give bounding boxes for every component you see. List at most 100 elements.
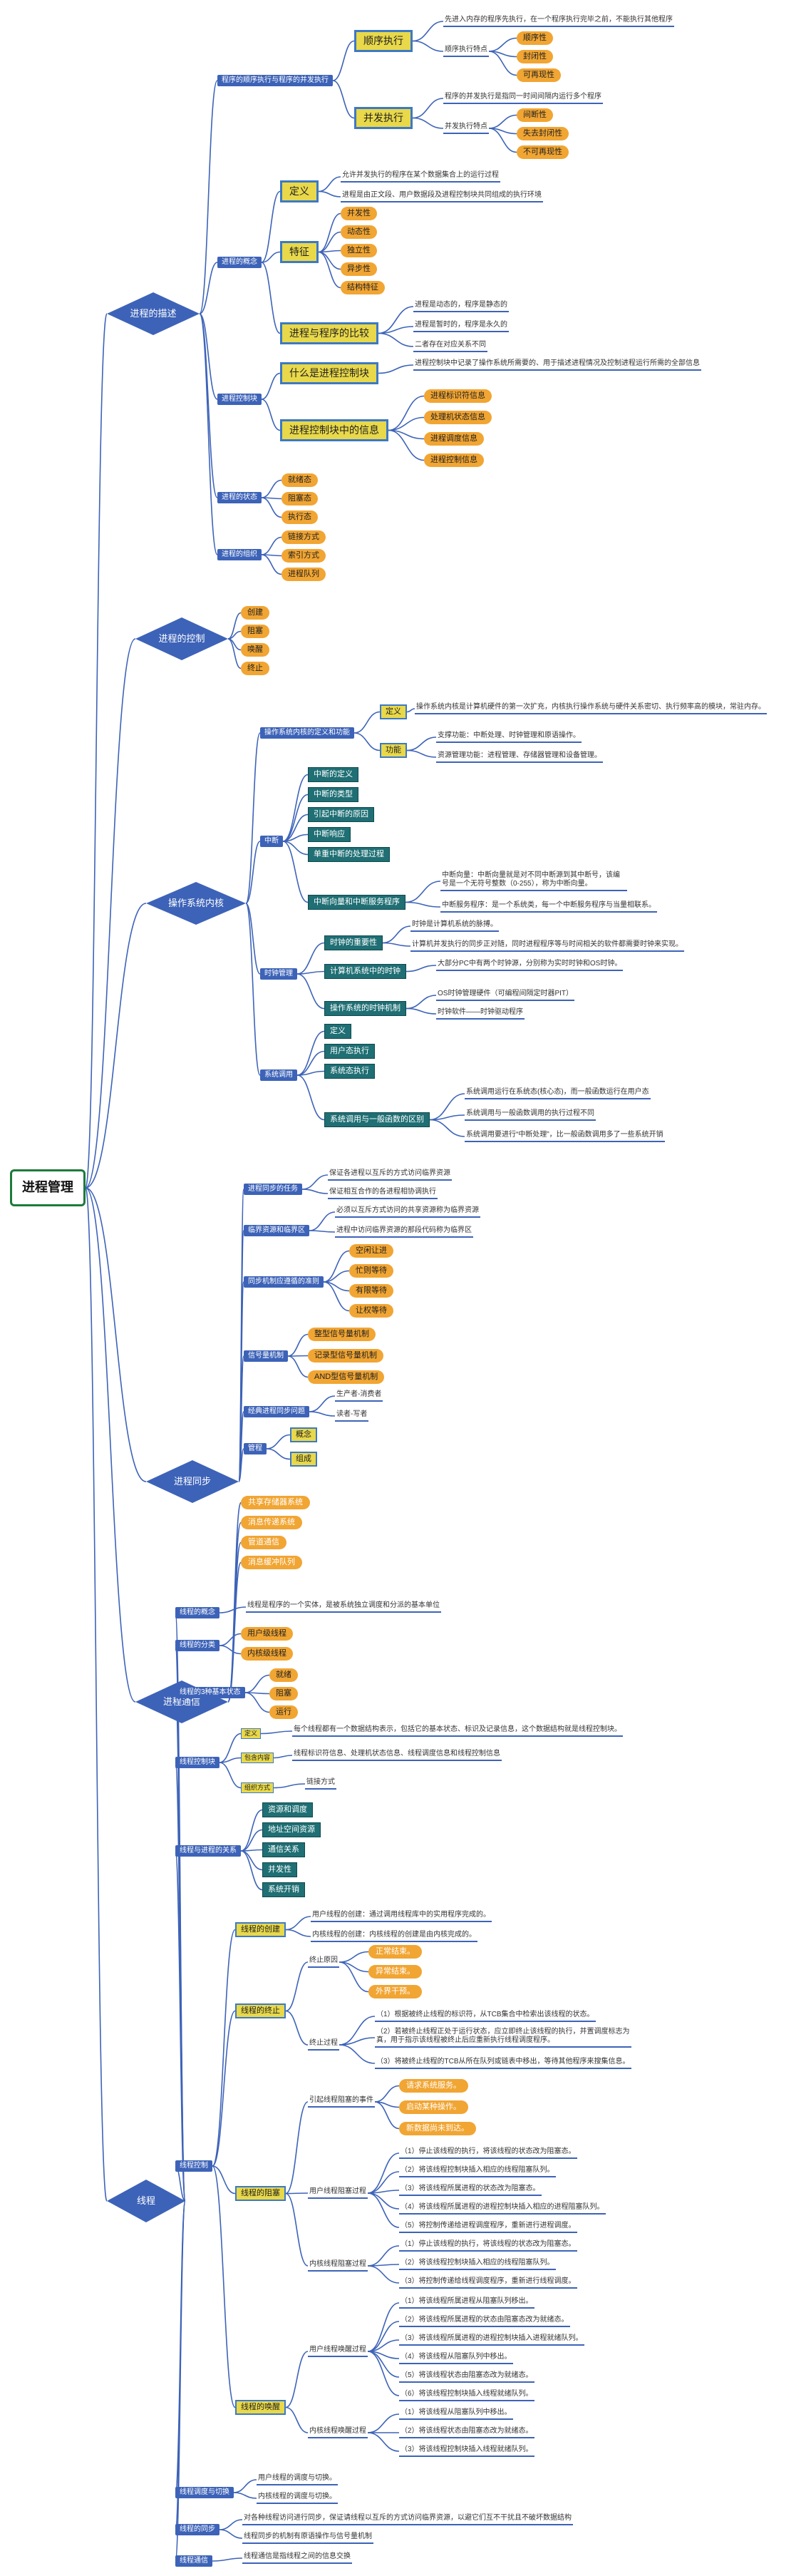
category-org[interactable]: 进程的组织 (217, 549, 262, 560)
category-thread-type[interactable]: 线程的分类 (175, 1640, 219, 1651)
node-kernel-def[interactable]: 定义 (380, 704, 407, 720)
node-mon-1[interactable]: 组成 (290, 1452, 317, 1467)
node-thread-create[interactable]: 线程的创建 (235, 1922, 286, 1938)
pill-info-0[interactable]: 进程标识符信息 (424, 389, 492, 404)
pill-sem-2[interactable]: AND型信号量机制 (308, 1370, 385, 1385)
category-critical[interactable]: 临界资源和临界区 (244, 1225, 309, 1236)
category-thread-state[interactable]: 线程的3种基本状态 (175, 1687, 245, 1698)
pill-end-0[interactable]: 正常结束。 (368, 1945, 422, 1959)
category-thread-process[interactable]: 线程与进程的关系 (175, 1845, 241, 1857)
pill-ttype-1[interactable]: 内核级线程 (241, 1647, 293, 1661)
category-sync-task[interactable]: 进程同步的任务 (244, 1184, 302, 1195)
pill-seq-0[interactable]: 顺序性 (517, 31, 553, 46)
node-intr-vector[interactable]: 中断向量和中断服务程序 (308, 895, 406, 910)
pill-rule-2[interactable]: 有限等待 (349, 1284, 393, 1298)
pill-info-3[interactable]: 进程控制信息 (424, 453, 484, 468)
main-node-ctrl[interactable]: 进程的控制 (135, 617, 228, 660)
pill-state-2[interactable]: 执行态 (281, 510, 318, 525)
pill-end-2[interactable]: 外界干预。 (368, 1985, 422, 1999)
pill-par-0[interactable]: 间断性 (517, 108, 553, 123)
pill-comm-1[interactable]: 消息传递系统 (241, 1516, 302, 1530)
category-thread-sync[interactable]: 线程的同步 (175, 2524, 219, 2535)
node-clock-importance[interactable]: 时钟的重要性 (324, 935, 383, 951)
node-intr-4[interactable]: 单重中断的处理过程 (308, 847, 390, 863)
node-clock-mech[interactable]: 操作系统的时钟机制 (324, 1001, 406, 1017)
category-thread-switch[interactable]: 线程调度与切换 (175, 2487, 234, 2498)
node-rel-1[interactable]: 地址空间资源 (262, 1822, 321, 1838)
pill-ctrl-3[interactable]: 终止 (241, 662, 269, 676)
pill-tstate-1[interactable]: 阻塞 (269, 1687, 298, 1701)
main-node-sync[interactable]: 进程同步 (146, 1460, 239, 1503)
node-call-1[interactable]: 用户态执行 (324, 1044, 375, 1059)
node-tcb-content[interactable]: 包含内容 (241, 1753, 274, 1763)
node-kernel-func[interactable]: 功能 (380, 743, 407, 759)
category-state[interactable]: 进程的状态 (217, 492, 262, 503)
pill-blk-1[interactable]: 启动某种操作。 (399, 2100, 468, 2115)
pill-feat-4[interactable]: 结构特征 (341, 281, 385, 295)
main-node-desc[interactable]: 进程的描述 (107, 292, 200, 335)
node-call-2[interactable]: 系统态执行 (324, 1064, 375, 1079)
node-clock-system[interactable]: 计算机系统中的时钟 (324, 964, 406, 980)
category-semaphore[interactable]: 信号量机制 (244, 1350, 288, 1362)
node-rel-2[interactable]: 通信关系 (262, 1842, 305, 1858)
node-call-diff[interactable]: 系统调用与一般函数的区别 (324, 1112, 430, 1128)
main-node-kernel[interactable]: 操作系统内核 (146, 882, 246, 925)
node-intr-3[interactable]: 中断响应 (308, 827, 351, 843)
category-concept[interactable]: 进程的概念 (217, 257, 262, 268)
pill-seq-1[interactable]: 封闭性 (517, 50, 553, 64)
node-definition[interactable]: 定义 (280, 180, 319, 202)
category-classic[interactable]: 经典进程同步问题 (244, 1406, 309, 1417)
category-rules[interactable]: 同步机制应遵循的准则 (244, 1276, 324, 1288)
pill-par-1[interactable]: 失去封闭性 (517, 127, 569, 141)
pill-blk-2[interactable]: 新数据尚未到达。 (399, 2122, 476, 2136)
node-intr-2[interactable]: 引起中断的原因 (308, 807, 374, 823)
pill-comm-3[interactable]: 消息缓冲队列 (241, 1556, 302, 1570)
pill-sem-1[interactable]: 记录型信号量机制 (308, 1349, 383, 1363)
pill-feat-1[interactable]: 动态性 (341, 225, 377, 240)
pill-org-2[interactable]: 进程队列 (281, 568, 326, 582)
category-clock[interactable]: 时钟管理 (260, 968, 297, 980)
pill-ctrl-0[interactable]: 创建 (241, 606, 269, 620)
pill-comm-2[interactable]: 管道通信 (241, 1536, 286, 1550)
node-intr-1[interactable]: 中断的类型 (308, 787, 358, 803)
category-tcb[interactable]: 线程控制块 (175, 1757, 219, 1768)
main-node-thread[interactable]: 线程 (107, 2180, 185, 2222)
node-tcb-org[interactable]: 组织方式 (241, 1782, 274, 1793)
pill-tstate-0[interactable]: 就绪 (269, 1668, 298, 1683)
pill-info-1[interactable]: 处理机状态信息 (424, 411, 492, 425)
pill-ctrl-1[interactable]: 阻塞 (241, 625, 269, 639)
node-features[interactable]: 特征 (280, 241, 319, 263)
pill-end-1[interactable]: 异常结束。 (368, 1965, 422, 1979)
pill-par-2[interactable]: 不可再现性 (517, 145, 569, 160)
category-kernel-def[interactable]: 操作系统内核的定义和功能 (260, 727, 354, 739)
node-compare[interactable]: 进程与程序的比较 (280, 322, 378, 344)
pill-org-0[interactable]: 链接方式 (281, 530, 326, 545)
pill-state-0[interactable]: 就绪态 (281, 473, 318, 488)
pill-sem-0[interactable]: 整型信号量机制 (308, 1328, 376, 1342)
pill-tstate-2[interactable]: 运行 (269, 1705, 298, 1720)
node-thread-end[interactable]: 线程的终止 (235, 2003, 286, 2019)
pill-org-1[interactable]: 索引方式 (281, 549, 326, 563)
category-thread-comm[interactable]: 线程通信 (175, 2555, 212, 2567)
category-syscall[interactable]: 系统调用 (260, 1069, 297, 1081)
pill-feat-0[interactable]: 并发性 (341, 207, 377, 221)
category-interrupt[interactable]: 中断 (260, 836, 283, 847)
node-rel-4[interactable]: 系统开销 (262, 1882, 305, 1898)
pill-comm-0[interactable]: 共享存储器系统 (241, 1496, 310, 1510)
category-monitor[interactable]: 管程 (244, 1443, 267, 1454)
category-thread-concept[interactable]: 线程的概念 (175, 1607, 219, 1618)
node-rel-0[interactable]: 资源和调度 (262, 1802, 313, 1818)
category-pcb[interactable]: 进程控制块 (217, 394, 262, 405)
node-tcb-def[interactable]: 定义 (241, 1728, 262, 1739)
node-call-0[interactable]: 定义 (324, 1024, 351, 1040)
node-mon-0[interactable]: 概念 (290, 1427, 317, 1443)
pill-feat-3[interactable]: 异步性 (341, 262, 377, 277)
pill-seq-2[interactable]: 可再现性 (517, 68, 561, 83)
pill-ctrl-2[interactable]: 唤醒 (241, 643, 269, 657)
node-thread-block[interactable]: 线程的阻塞 (235, 2186, 286, 2202)
node-what-pcb[interactable]: 什么是进程控制块 (280, 362, 378, 384)
category-thread-control[interactable]: 线程控制 (175, 2160, 212, 2172)
node-parallel[interactable]: 并发执行 (354, 107, 413, 129)
node-rel-3[interactable]: 并发性 (262, 1862, 297, 1878)
pill-rule-3[interactable]: 让权等待 (349, 1304, 393, 1318)
